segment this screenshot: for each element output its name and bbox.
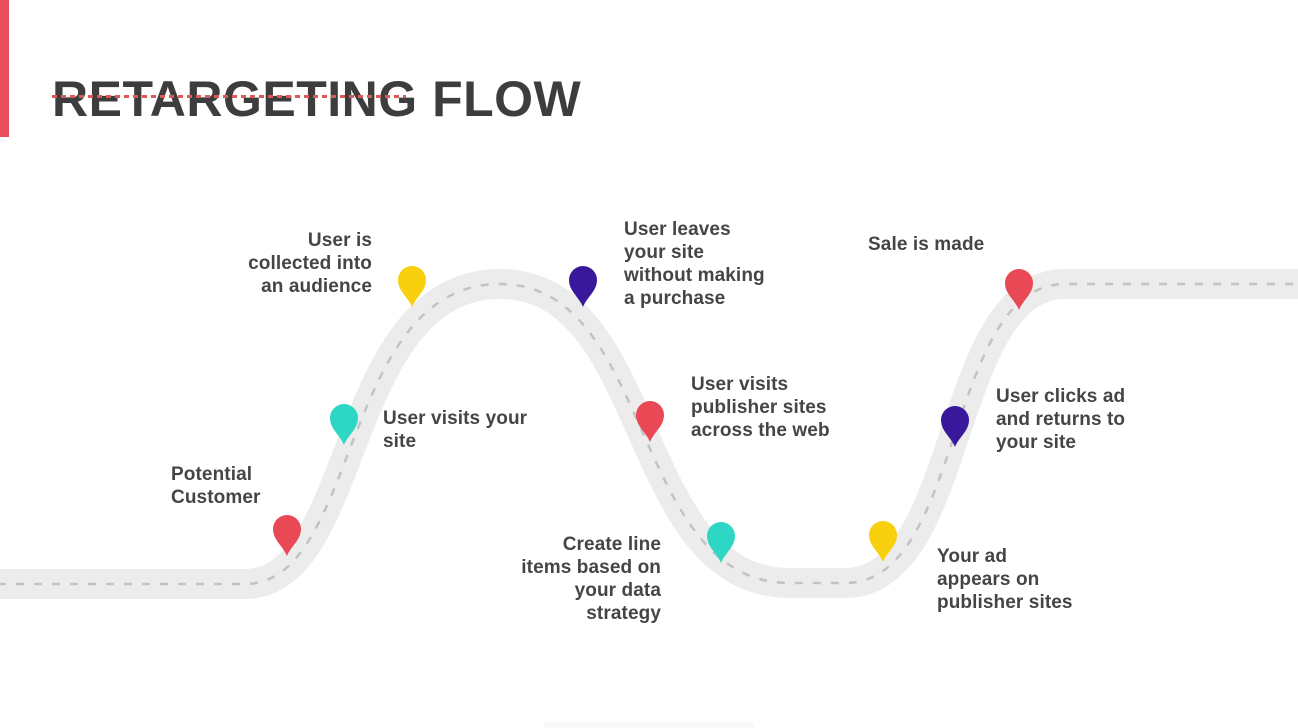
label-line: site — [383, 431, 417, 452]
label-line: items based on — [521, 557, 661, 578]
label-line: without making — [624, 265, 765, 286]
map-pin-shape — [398, 266, 426, 307]
label-line: your site — [996, 432, 1077, 453]
map-pin-shape — [869, 521, 897, 562]
map-pin-shape — [707, 522, 735, 563]
map-pin-shape — [941, 406, 969, 447]
label-line: your data — [574, 580, 661, 601]
map-pin-icon-clicks-ad-returns — [941, 406, 969, 447]
label-line: Potential — [171, 464, 253, 485]
label-line: a purchase — [624, 288, 726, 309]
label-line: Customer — [171, 487, 261, 508]
page-title: RETARGETING FLOW — [52, 70, 582, 127]
map-pin-shape — [273, 515, 301, 556]
map-pin-shape — [1005, 269, 1033, 310]
step-label-visits-publisher-sites: User visits publisher sites across the w… — [691, 373, 871, 442]
accent-bar — [0, 0, 9, 137]
label-line: strategy — [586, 603, 661, 624]
map-pin-shape — [569, 266, 597, 307]
label-line: publisher sites — [691, 397, 827, 418]
map-pin-icon-create-line-items — [707, 522, 735, 563]
step-label-ad-appears: Your ad appears on publisher sites — [937, 545, 1117, 614]
map-pin-icon-visits-publisher-sites — [636, 401, 664, 442]
map-pin-icon-user-visits-site — [330, 404, 358, 445]
label-line: Sale is made — [868, 234, 985, 255]
title-underline — [52, 95, 406, 98]
map-pin-icon-potential-customer — [273, 515, 301, 556]
step-label-sale-made: Sale is made — [868, 233, 1048, 256]
bottom-edge-artifact — [544, 722, 754, 728]
map-pin-shape — [636, 401, 664, 442]
step-label-user-visits-site: User visits your site — [383, 407, 553, 453]
step-label-collected-into-audience: User is collected into an audience — [222, 229, 372, 298]
label-line: and returns to — [996, 409, 1126, 430]
label-line: User visits your — [383, 408, 528, 429]
label-line: publisher sites — [937, 592, 1073, 613]
label-line: across the web — [691, 420, 830, 441]
step-label-potential-customer: Potential Customer — [171, 463, 311, 509]
label-line: collected into — [248, 253, 372, 274]
map-pin-shape — [330, 404, 358, 445]
map-pin-icon-collected-into-audience — [398, 266, 426, 307]
step-label-create-line-items: Create line items based on your data str… — [501, 533, 661, 625]
step-label-leaves-without-purchase: User leaves your site without making a p… — [624, 218, 804, 310]
label-line: appears on — [937, 569, 1040, 590]
label-line: an audience — [261, 276, 372, 297]
map-pin-icon-leaves-without-purchase — [569, 266, 597, 307]
label-line: Your ad — [937, 546, 1008, 567]
map-pin-icon-sale-made — [1005, 269, 1033, 310]
step-label-clicks-ad-returns: User clicks ad and returns to your site — [996, 385, 1166, 454]
map-pin-icon-ad-appears — [869, 521, 897, 562]
label-line: User is — [307, 230, 372, 251]
label-line: your site — [624, 242, 705, 263]
label-line: User visits — [691, 374, 789, 395]
label-line: User leaves — [624, 219, 731, 240]
label-line: Create line — [562, 534, 661, 555]
label-line: User clicks ad — [996, 386, 1126, 407]
